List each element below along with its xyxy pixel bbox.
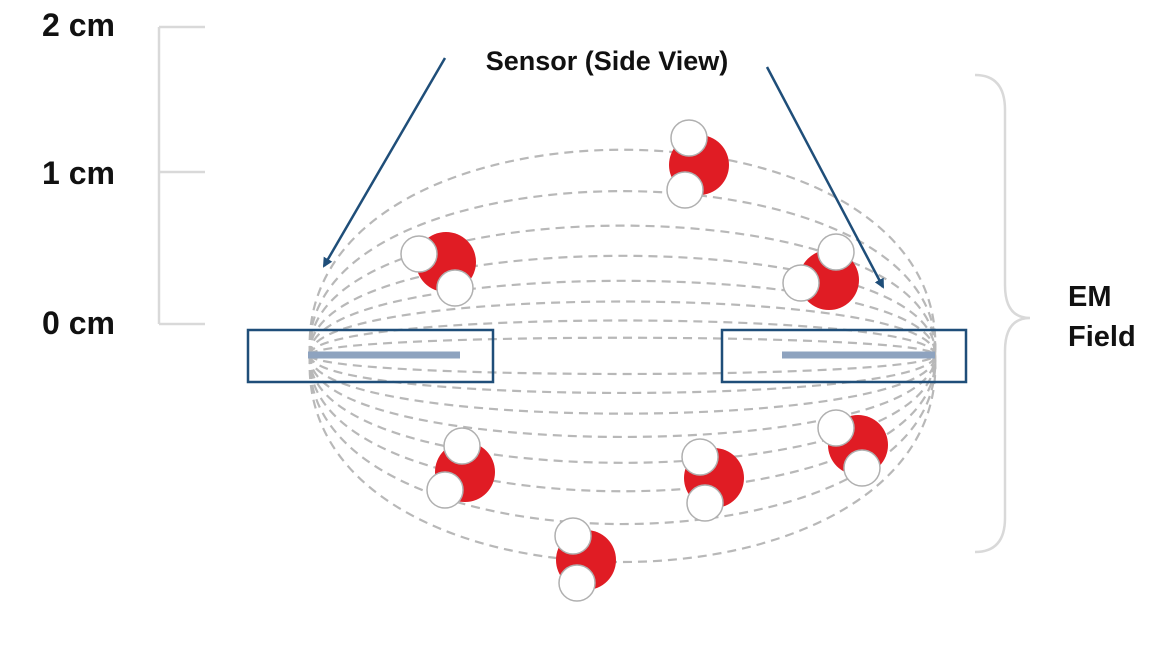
scale-label-2cm: 2 cm <box>42 7 115 43</box>
hydrogen-atom <box>400 235 438 273</box>
em-field-label-line2: Field <box>1068 321 1136 353</box>
water-molecules <box>400 119 888 602</box>
sensor-callout: Sensor (Side View) <box>322 46 885 289</box>
sensor-right-housing <box>720 328 968 384</box>
hydrogen-atom <box>443 427 481 465</box>
hydrogen-atom <box>426 471 464 509</box>
callout-arrow-left <box>322 57 447 268</box>
field-line <box>308 300 937 356</box>
hydrogen-atom <box>817 233 855 271</box>
field-line <box>308 354 937 395</box>
field-line <box>308 148 937 356</box>
callout-label: Sensor (Side View) <box>486 46 729 76</box>
field-line <box>308 224 937 356</box>
water-molecule <box>782 233 859 310</box>
sensor-right <box>720 328 968 384</box>
field-line <box>308 279 937 356</box>
hydrogen-atom <box>843 449 881 487</box>
sensor-left-housing <box>246 328 495 384</box>
field-line <box>308 354 937 493</box>
hydrogen-atom <box>782 264 820 302</box>
field-line <box>308 354 937 415</box>
field-line <box>308 319 937 356</box>
sensor-left <box>246 328 495 384</box>
field-line <box>308 190 937 356</box>
water-molecule <box>400 232 476 307</box>
callout-arrow-right <box>765 66 885 289</box>
hydrogen-atom <box>686 484 724 522</box>
hydrogen-atom <box>817 409 855 447</box>
field-line <box>308 354 937 526</box>
hydrogen-atom <box>670 119 708 157</box>
field-line <box>308 336 937 357</box>
hydrogen-atom <box>558 564 596 602</box>
water-molecule <box>681 438 744 522</box>
field-line <box>308 254 937 356</box>
water-molecule <box>666 119 729 209</box>
field-line <box>308 354 937 563</box>
hydrogen-atom <box>681 438 719 476</box>
curly-brace <box>974 73 1031 554</box>
hydrogen-atom <box>436 269 474 307</box>
distance-scale: 2 cm 1 cm 0 cm <box>42 7 205 341</box>
hydrogen-atom <box>554 517 592 555</box>
water-molecule <box>426 427 495 509</box>
water-molecule <box>554 517 616 602</box>
scale-label-0cm: 0 cm <box>42 305 115 341</box>
field-line <box>308 353 937 376</box>
water-molecule <box>817 409 888 487</box>
field-line <box>308 354 937 439</box>
em-field-label-line1: EM <box>1068 281 1112 313</box>
scale-label-1cm: 1 cm <box>42 155 115 191</box>
field-line <box>308 354 937 464</box>
em-field-brace: EM Field <box>974 73 1136 554</box>
hydrogen-atom <box>666 171 704 209</box>
